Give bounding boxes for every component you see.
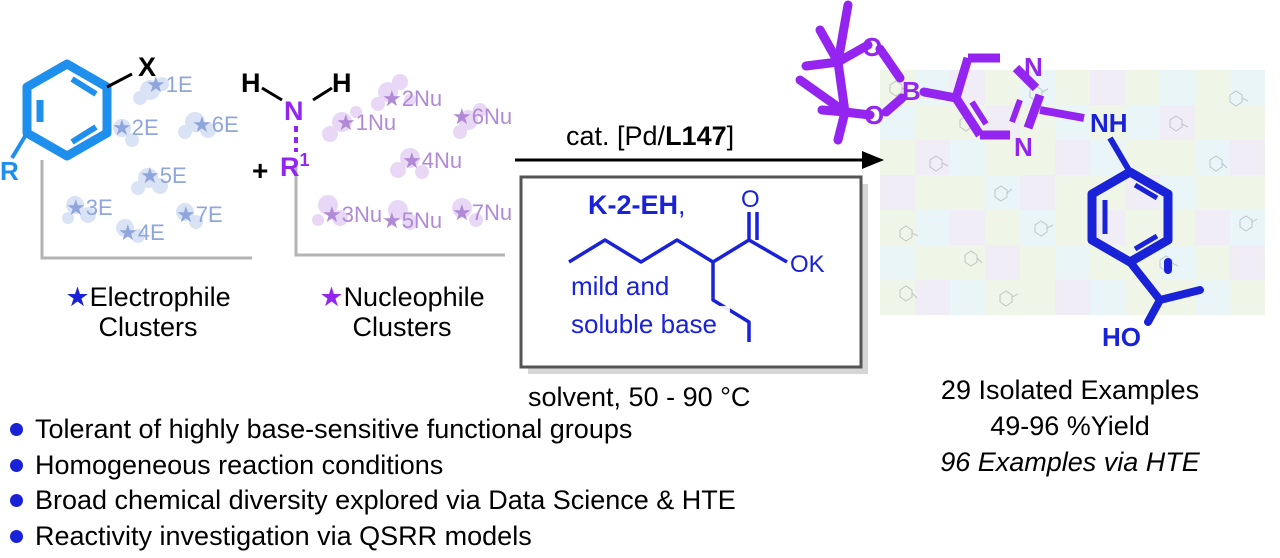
cluster-label-2e: ★2E <box>112 115 159 140</box>
hte-examples: 96 Examples via HTE <box>940 447 1200 477</box>
list-item: Tolerant of highly base-sensitive functi… <box>6 412 736 448</box>
boronate-o-top: O <box>862 32 882 62</box>
b-c-bond <box>919 87 961 103</box>
base-skeletal-structure <box>568 212 788 342</box>
bullet-dot-icon <box>10 529 23 543</box>
isolated-examples: 29 Isolated Examples <box>940 375 1200 405</box>
pyrimidine-n-bottom: N <box>1014 132 1033 162</box>
hte-grid-background <box>880 70 1265 315</box>
catalyst-label: cat. [Pd/L147] <box>566 121 734 151</box>
electrophile-axes <box>40 160 252 260</box>
cluster-label-4e: ★4E <box>118 220 165 245</box>
list-item: Reactivity investigation via QSRR models <box>6 519 736 555</box>
electrophile-clusters-label: ★Electrophile Clusters <box>65 282 231 342</box>
cluster-label-1e: ★1E <box>146 72 193 97</box>
boron-atom: B <box>902 76 921 106</box>
feature-bullet-list: Tolerant of highly base-sensitive functi… <box>6 412 736 554</box>
pinacol-boronate <box>795 0 907 145</box>
list-item: Broad chemical diversity explored via Da… <box>6 483 736 519</box>
cluster-label-1nu: ★1Nu <box>336 110 396 135</box>
carbonyl-oxygen: O <box>741 186 760 213</box>
amine-n-atom: N <box>284 96 304 126</box>
yield-range: 49-96 %Yield <box>990 411 1150 441</box>
base-note-line1: mild and <box>571 271 669 301</box>
cluster-label-2nu: ★2Nu <box>382 86 442 111</box>
hydroxyl-group: HO <box>1102 322 1141 352</box>
nucleophile-star-icon: ★ <box>319 282 344 312</box>
nh-bond-left <box>261 86 283 102</box>
aryl-halide-structure <box>10 59 133 161</box>
c-nh-bond <box>1039 106 1085 122</box>
phenyl-inner-bonds <box>1102 182 1159 252</box>
cluster-label-5nu: ★5Nu <box>382 208 442 233</box>
nucleophile-clusters-label: ★Nucleophile Clusters <box>319 282 485 342</box>
bullet-dot-icon <box>10 494 23 508</box>
nucleophile-cluster-region <box>294 74 505 257</box>
amine-nh: NH <box>1090 108 1128 138</box>
cluster-label-6e: ★6E <box>192 112 239 137</box>
base-note-line2: soluble base <box>571 309 717 339</box>
electrophile-star-icon: ★ <box>65 282 90 312</box>
cluster-label-6nu: ★6Nu <box>452 104 512 129</box>
cluster-label-4nu: ★4Nu <box>402 148 462 173</box>
pyrimidine-n-top: N <box>1024 52 1043 82</box>
reaction-arrow <box>515 151 884 169</box>
leaving-group-label: X <box>138 52 156 82</box>
hydroxyethyl-chain <box>1126 258 1204 326</box>
electrophile-cluster-dots <box>62 77 216 243</box>
base-note-backdrop <box>566 268 706 298</box>
electrophile-cluster-labels: ★1E ★2E ★3E ★4E ★5E ★6E ★7E <box>66 72 239 245</box>
bullet-dot-icon <box>10 423 23 437</box>
base-note-backdrop-2 <box>566 306 730 338</box>
nh-bond-right <box>312 86 333 102</box>
cluster-label-7e: ★7E <box>176 202 223 227</box>
cluster-label-5e: ★5E <box>140 163 187 188</box>
base-name: K-2-EH, <box>588 190 686 220</box>
pyrimidine-ring <box>951 53 1045 140</box>
bullet-dot-icon <box>10 458 23 472</box>
nucleophile-cluster-labels: ★1Nu ★2Nu ★3Nu ★4Nu ★5Nu ★6Nu ★7Nu <box>322 86 512 233</box>
boronate-o-bottom: O <box>864 100 884 130</box>
nucleophile-axes <box>294 160 505 257</box>
r1-group: R1 <box>280 150 310 182</box>
results-summary: 29 Isolated Examples 49-96 %Yield 96 Exa… <box>880 372 1260 480</box>
amine-h-right: H <box>332 68 352 98</box>
potassium-carboxylate: OK <box>790 251 825 278</box>
nucleophile-cluster-dots <box>312 74 487 230</box>
cluster-label-3nu: ★3Nu <box>322 202 382 227</box>
electrophile-cluster-region <box>40 77 252 260</box>
r-substituent-label: R <box>0 156 19 186</box>
reaction-conditions: solvent, 50 - 90 °C <box>528 382 751 412</box>
cluster-label-7nu: ★7Nu <box>452 200 512 225</box>
cluster-label-3e: ★3E <box>66 195 113 220</box>
list-item: Homogeneous reaction conditions <box>6 448 736 484</box>
amine-h-left: H <box>241 68 261 98</box>
nh-aryl-bond <box>1107 136 1133 174</box>
plus-sign: + <box>252 155 268 186</box>
